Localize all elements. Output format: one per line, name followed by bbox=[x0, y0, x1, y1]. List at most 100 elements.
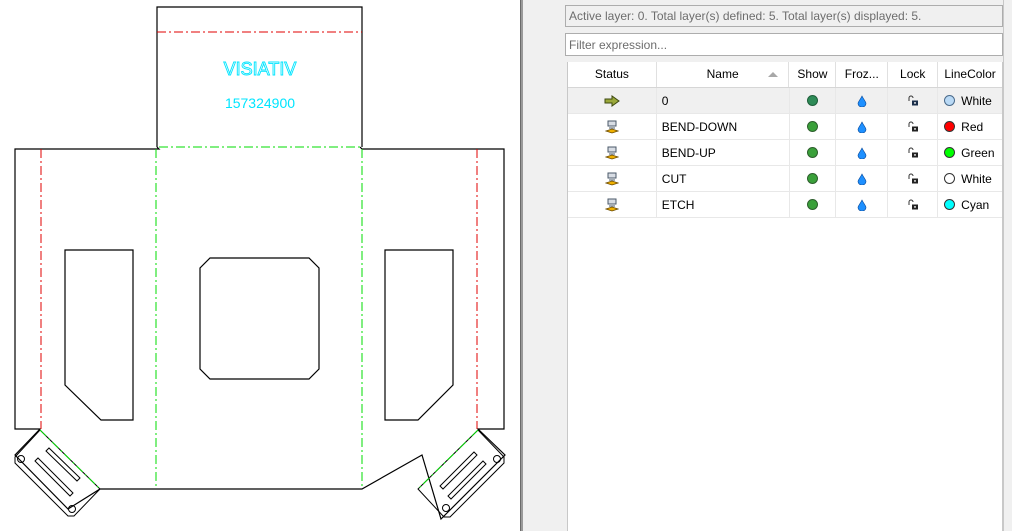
layer-stack-icon bbox=[604, 146, 619, 159]
visible-bulb-icon bbox=[806, 199, 818, 210]
color-swatch-icon bbox=[944, 147, 956, 158]
filter-expression-input[interactable] bbox=[565, 33, 1003, 56]
unlocked-padlock-icon bbox=[908, 121, 918, 131]
bend-up-line-tab-right bbox=[417, 429, 479, 490]
bend-up-line-tab-left bbox=[39, 429, 101, 490]
thawed-drop-icon bbox=[857, 172, 867, 185]
column-header-linecolor[interactable]: LineColor bbox=[944, 67, 996, 81]
layer-name[interactable]: CUT bbox=[657, 166, 790, 191]
color-name: Red bbox=[961, 119, 984, 134]
layer-linecolor[interactable]: Cyan bbox=[938, 192, 1002, 217]
layer-name[interactable]: ETCH bbox=[657, 192, 790, 217]
layer-status-cell[interactable] bbox=[568, 140, 657, 165]
layer-linecolor[interactable]: White bbox=[938, 88, 1002, 113]
tab-right-slot-2 bbox=[447, 460, 487, 500]
layer-name[interactable]: 0 bbox=[657, 88, 790, 113]
column-header-name[interactable]: Name bbox=[657, 62, 790, 87]
color-name: White bbox=[961, 93, 992, 108]
panel-splitter[interactable] bbox=[520, 0, 523, 531]
column-header-frozen[interactable]: Froz... bbox=[836, 62, 889, 87]
layer-freeze-toggle[interactable] bbox=[836, 114, 889, 139]
layer-show-toggle[interactable] bbox=[790, 114, 837, 139]
tab-right-hole-2 bbox=[442, 504, 450, 512]
layer-status-cell[interactable] bbox=[568, 88, 657, 113]
unlocked-padlock-icon bbox=[908, 95, 918, 105]
sheet-metal-flat-pattern: VISIATIV 157324900 bbox=[14, 6, 506, 521]
tab-left-hole-1 bbox=[17, 455, 25, 463]
layer-stack-icon bbox=[604, 120, 619, 133]
thawed-drop-icon bbox=[857, 120, 867, 133]
layer-linecolor[interactable]: Green bbox=[938, 140, 1002, 165]
column-header-show[interactable]: Show bbox=[789, 62, 837, 87]
tab-right-slot-1 bbox=[439, 451, 478, 490]
layer-manager-panel: Active layer: 0. Total layer(s) defined:… bbox=[523, 0, 1012, 531]
color-name: White bbox=[961, 171, 992, 186]
layer-stack-icon bbox=[604, 198, 619, 211]
layer-lock-toggle[interactable] bbox=[888, 88, 939, 113]
visible-bulb-icon bbox=[806, 173, 818, 184]
color-swatch-icon bbox=[944, 199, 956, 210]
layer-status-cell[interactable] bbox=[568, 192, 657, 217]
layer-show-toggle[interactable] bbox=[790, 166, 837, 191]
layer-freeze-toggle[interactable] bbox=[836, 166, 889, 191]
tab-left-hole-2 bbox=[68, 505, 76, 513]
column-header-lock[interactable]: Lock bbox=[888, 62, 939, 87]
cutout-right bbox=[384, 249, 454, 421]
layer-show-toggle[interactable] bbox=[790, 192, 837, 217]
cutout-left bbox=[64, 249, 134, 421]
layer-name[interactable]: BEND-DOWN bbox=[657, 114, 790, 139]
unlocked-padlock-icon bbox=[908, 173, 918, 183]
panel-scrollbar[interactable] bbox=[1003, 0, 1012, 531]
color-swatch-icon bbox=[944, 95, 956, 106]
unlocked-padlock-icon bbox=[908, 147, 918, 157]
color-swatch-icon bbox=[944, 121, 956, 132]
tab-right bbox=[417, 429, 505, 518]
column-header-status[interactable]: Status bbox=[568, 62, 657, 87]
visible-bulb-icon bbox=[806, 121, 818, 132]
drawing-canvas[interactable]: VISIATIV 157324900 bbox=[0, 0, 520, 531]
etch-text-number: 157324900 bbox=[225, 95, 295, 111]
layer-status-cell[interactable] bbox=[568, 114, 657, 139]
layer-row[interactable]: BEND-DOWN Red bbox=[568, 114, 1002, 140]
color-name: Green bbox=[961, 145, 995, 160]
cutout-center bbox=[199, 257, 320, 380]
layer-table-header: Status Name Show Froz... Lock LineColor bbox=[568, 62, 1002, 88]
layer-linecolor[interactable]: White bbox=[938, 166, 1002, 191]
layer-freeze-toggle[interactable] bbox=[836, 192, 889, 217]
column-header-name-label: Name bbox=[706, 67, 739, 81]
thawed-drop-icon bbox=[857, 94, 867, 107]
outline-top-flap bbox=[156, 6, 363, 147]
layer-row[interactable]: ETCH Cyan bbox=[568, 192, 1002, 218]
layer-lock-toggle[interactable] bbox=[888, 114, 939, 139]
layer-stack-icon bbox=[604, 172, 619, 185]
layer-lock-toggle[interactable] bbox=[888, 140, 939, 165]
visible-bulb-icon bbox=[806, 147, 818, 158]
visible-bulb-icon bbox=[806, 95, 818, 106]
layer-status-text: Active layer: 0. Total layer(s) defined:… bbox=[565, 5, 1003, 27]
sort-ascending-icon bbox=[768, 72, 779, 77]
layer-show-toggle[interactable] bbox=[790, 140, 837, 165]
layer-table: Status Name Show Froz... Lock LineColor … bbox=[567, 62, 1003, 531]
tab-left-slot-2 bbox=[34, 457, 74, 497]
layer-show-toggle[interactable] bbox=[790, 88, 837, 113]
layer-linecolor[interactable]: Red bbox=[938, 114, 1002, 139]
layer-freeze-toggle[interactable] bbox=[836, 140, 889, 165]
tab-right-hole-1 bbox=[493, 455, 501, 463]
color-swatch-icon bbox=[944, 173, 956, 184]
layer-freeze-toggle[interactable] bbox=[836, 88, 889, 113]
tab-left-slot-1 bbox=[45, 447, 81, 482]
layer-row[interactable]: 0 White bbox=[568, 88, 1002, 114]
layer-status-cell[interactable] bbox=[568, 166, 657, 191]
layer-row[interactable]: CUT White bbox=[568, 166, 1002, 192]
etch-text-visiativ: VISIATIV bbox=[224, 59, 297, 79]
thawed-drop-icon bbox=[857, 198, 867, 211]
layer-row[interactable]: BEND-UP Green bbox=[568, 140, 1002, 166]
layer-lock-toggle[interactable] bbox=[888, 166, 939, 191]
tab-left bbox=[14, 429, 101, 517]
unlocked-padlock-icon bbox=[908, 199, 918, 209]
layer-name[interactable]: BEND-UP bbox=[657, 140, 790, 165]
color-name: Cyan bbox=[961, 197, 990, 212]
thawed-drop-icon bbox=[857, 146, 867, 159]
layer-lock-toggle[interactable] bbox=[888, 192, 939, 217]
outline-main bbox=[14, 146, 506, 521]
